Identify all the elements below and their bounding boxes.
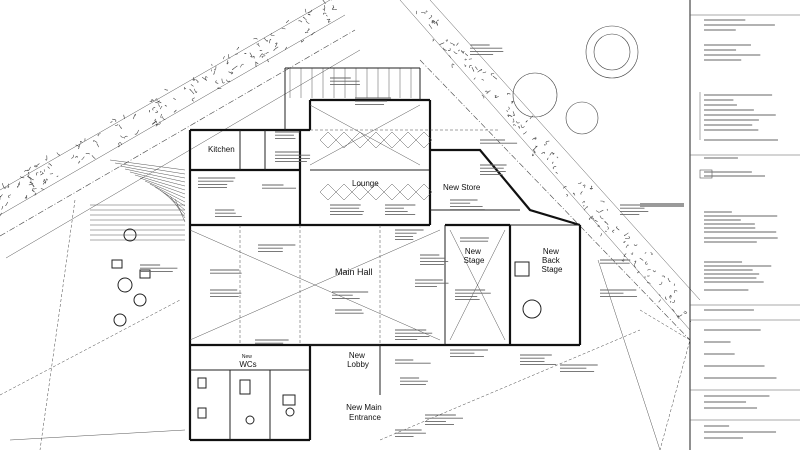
upper-extension-lines <box>309 104 500 166</box>
room-label-main-hall: Main Hall <box>335 267 373 277</box>
parking-hatch <box>90 159 186 241</box>
title-block <box>640 0 800 450</box>
room-label-new-stage: New Stage <box>464 247 485 265</box>
building-walls <box>188 67 582 442</box>
room-label-new-store: New Store <box>443 183 481 192</box>
room-label-new-wcs: New WCs <box>239 351 256 369</box>
annotation-notes <box>140 44 649 437</box>
tree-canopy <box>512 72 558 118</box>
tables-and-chairs <box>111 228 542 327</box>
room-label-lounge: Lounge <box>352 179 379 188</box>
stage-lines <box>449 229 506 341</box>
room-label-new-lobby: New Lobby <box>347 351 369 369</box>
hedge-band <box>0 0 361 259</box>
key-swatch <box>640 203 684 207</box>
room-label-kitchen: Kitchen <box>208 145 235 154</box>
room-label-new-main-entrance: New Main Entrance <box>346 403 384 422</box>
tree-band-right <box>399 0 701 341</box>
site-boundary <box>0 199 691 450</box>
wc-fittings <box>197 377 296 425</box>
tree-canopy <box>585 25 639 79</box>
lounge-floor-pattern <box>319 131 433 201</box>
tree-canopy <box>565 101 599 135</box>
steps-hatch <box>289 68 412 98</box>
room-label-new-back-stage: New Back Stage <box>542 247 563 274</box>
main-hall-ceiling-lines <box>189 225 441 345</box>
